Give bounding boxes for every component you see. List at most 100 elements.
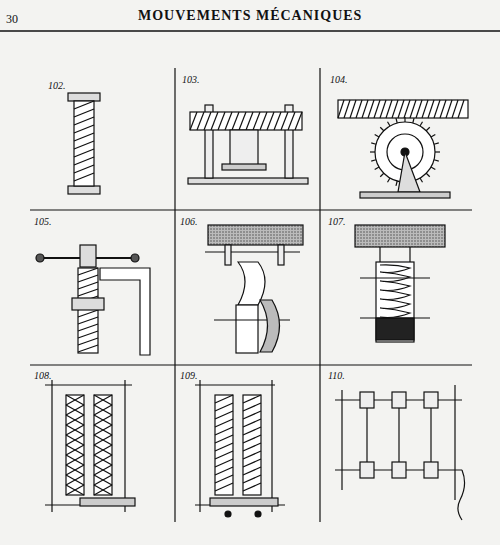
figure-number: 107. [328,216,346,227]
thread-stroke [362,100,368,118]
thread-stroke [94,485,112,495]
thread-stroke [260,112,267,130]
thread-stroke [74,133,94,141]
thread-stroke [66,425,84,435]
thread-stroke [94,455,112,465]
thread-stroke [274,112,281,130]
thread-stroke [66,485,84,495]
thread-stroke [215,403,233,411]
thread-stroke [350,100,356,118]
thread-stroke [434,100,440,118]
thread-stroke [215,411,233,419]
thread-stroke [215,451,233,459]
thread-stroke [74,149,94,157]
thread-stroke [78,338,98,345]
thread-stroke [74,109,94,117]
thread-stroke [404,117,405,122]
thread-stroke [368,100,374,118]
thread-stroke [94,425,112,435]
thread-stroke [243,451,261,459]
thread-stroke [413,118,414,123]
thread-stroke [295,112,302,130]
thread-stroke [243,467,261,475]
thread-stroke [243,395,261,403]
thread-stroke [243,427,261,435]
thread-stroke [78,345,98,352]
thread-stroke [215,419,233,427]
thread-stroke [431,135,435,138]
thread-stroke [288,112,295,130]
thread-stroke [380,127,384,131]
thread-stroke [426,173,430,177]
thread-stroke [435,151,440,152]
thread-stroke [66,445,84,455]
thread-stroke [386,100,392,118]
thread-stroke [440,100,446,118]
thread-stroke [204,112,211,130]
thread-stroke [74,173,94,181]
thread-stroke [66,455,84,465]
thread-stroke [243,443,261,451]
thread-stroke [66,465,84,475]
thread-stroke [78,275,98,282]
thread-stroke [388,122,391,126]
thread-stroke [94,485,112,495]
thread-stroke [78,310,98,317]
figure-number: 102. [48,80,66,91]
figure-number: 109. [180,370,198,381]
thread-stroke [215,459,233,467]
thread-stroke [420,122,423,126]
thread-stroke [66,475,84,485]
thread-stroke [94,475,112,485]
thread-stroke [434,143,439,144]
thread-stroke [190,112,197,130]
thread-stroke [253,112,260,130]
thread-stroke [94,415,112,425]
thread-stroke [66,405,84,415]
figure-number: 106. [180,216,198,227]
thread-stroke [66,465,84,475]
thread-stroke [371,160,376,161]
thread-stroke [215,435,233,443]
thread-stroke [66,485,84,495]
thread-stroke [66,395,84,405]
thread-stroke [404,100,410,118]
thread-stroke [215,427,233,435]
thread-stroke [380,100,386,118]
thread-stroke [74,165,94,173]
thread-stroke [434,160,439,161]
thread-stroke [243,411,261,419]
thread-stroke [94,425,112,435]
thread-stroke [94,435,112,445]
page-title: MOUVEMENTS MÉCANIQUES [138,8,362,24]
thread-stroke [392,100,398,118]
thread-stroke [66,415,84,425]
thread-stroke [338,100,344,118]
thread-stroke [74,125,94,133]
thread-stroke [94,395,112,405]
thread-stroke [374,100,380,118]
thread-stroke [94,455,112,465]
thread-stroke [458,100,464,118]
thread-stroke [94,405,112,415]
thread-stroke [78,282,98,289]
thread-stroke [66,455,84,465]
thread-stroke [396,118,397,123]
thread-stroke [243,483,261,491]
thread-stroke [225,112,232,130]
figure-number: 105. [34,216,52,227]
thread-stroke [281,112,288,130]
thread-stroke [78,317,98,324]
figure-number: 104. [330,74,348,85]
thread-stroke [94,475,112,485]
thread-stroke [396,181,397,186]
thread-stroke [211,112,218,130]
thread-stroke [344,100,350,118]
thread-stroke [416,100,422,118]
thread-stroke [78,331,98,338]
thread-stroke [74,117,94,125]
thread-stroke [94,465,112,475]
thread-stroke [74,141,94,149]
thread-stroke [74,101,94,109]
